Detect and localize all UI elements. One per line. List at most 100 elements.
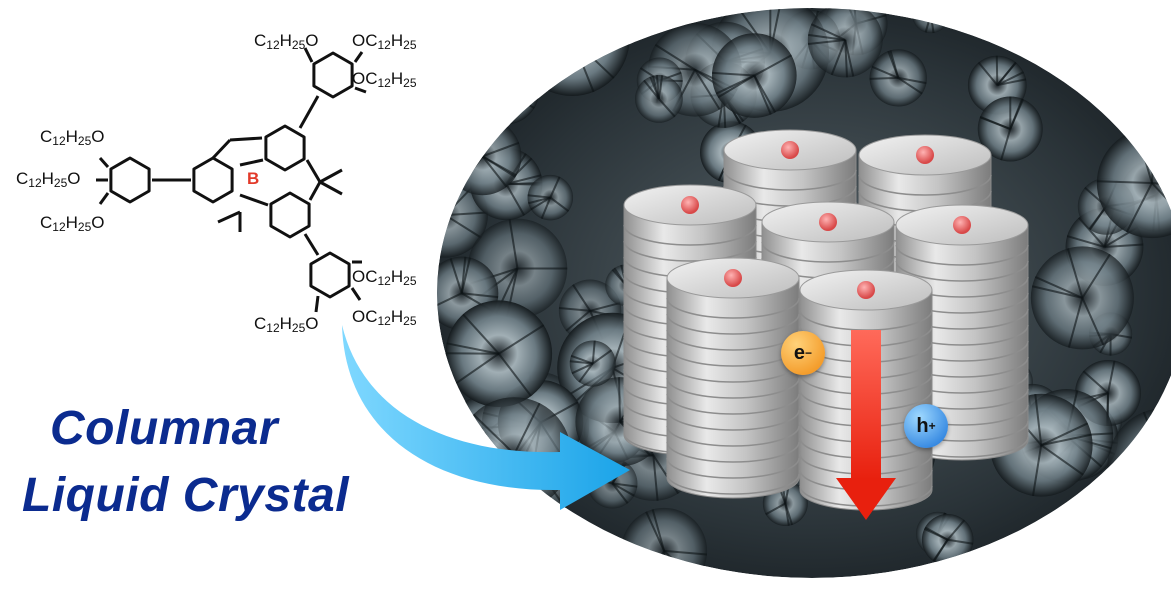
crystal-domain [471,57,539,125]
bond [230,138,262,140]
crystal-brush [931,14,950,16]
substituent-h: H [66,213,78,232]
crystal-brush [477,43,502,49]
crystal-brush [484,49,503,67]
substituent-m: 25 [292,321,305,335]
benzene-ring [194,158,232,202]
substituent-label: OC12H25 [352,32,417,51]
boron-core-dot [953,216,971,234]
crystal-brush [444,150,482,157]
electron-charge: − [805,346,812,360]
bond [307,160,320,182]
crystal-brush [644,551,664,585]
column-stacks [624,130,1028,510]
boron-atom-label: B [247,170,259,187]
bond [213,140,230,158]
bond [352,288,360,300]
substituent-prefix: OC [352,69,378,88]
crystal-domain [444,118,522,196]
crystal-brush [525,11,563,34]
crystal-brush [502,49,527,54]
substituent-label: C12H25O [16,170,81,189]
crystal-brush [502,35,523,49]
crystal-brush [1116,465,1165,494]
substituent-prefix: OC [352,267,378,286]
crystal-domain [1152,0,1171,35]
substituent-n: 12 [266,321,279,335]
bond [218,212,240,222]
bond [310,182,320,200]
substituent-n: 12 [52,220,65,234]
electron-symbol: e [794,342,805,365]
bond [320,182,342,194]
crystal-brush [664,551,665,585]
crystal-brush [1152,128,1155,183]
substituent-prefix: OC [352,307,378,326]
substituent-n: 12 [378,38,391,52]
substituent-m: 25 [403,274,416,288]
substituent-prefix: C [16,169,28,188]
crystal-brush [563,0,565,11]
boron-core-dot [781,141,799,159]
substituent-suffix: O [91,127,104,146]
crystal-domain [476,23,528,75]
crystal-brush [522,39,572,67]
crystal-brush [563,11,607,13]
substituent-n: 12 [52,134,65,148]
crystal-brush [1146,465,1164,519]
benzene-ring [266,126,304,170]
crystal-brush [518,21,573,39]
substituent-suffix: O [305,314,318,333]
substituent-m: 25 [403,38,416,52]
boron-core-dot [916,146,934,164]
substituent-n: 12 [28,176,41,190]
crystal-brush [914,7,931,15]
substituent-prefix: C [40,213,52,232]
substituent-prefix: C [254,31,266,50]
bond [100,193,108,204]
bond [316,296,318,312]
molecule-structure [96,48,366,312]
substituent-m: 25 [78,134,91,148]
boron-core-dot [724,269,742,287]
benzene-ring [314,53,352,97]
crystal-brush [870,78,899,79]
boron-core-dot [819,213,837,231]
substituent-label: OC12H25 [352,268,417,287]
crystal-brush [931,14,950,17]
hole-charge: + [929,419,936,433]
substituent-suffix: O [67,169,80,188]
substituent-m: 25 [403,314,416,328]
substituent-n: 12 [378,274,391,288]
crystal-brush [1121,465,1164,502]
substituent-h: H [42,169,54,188]
crystal-brush [563,11,597,39]
crystal-brush [409,193,445,215]
substituent-h: H [391,267,403,286]
substituent-n: 12 [378,314,391,328]
column-body [667,278,799,498]
boron-core-dot [857,281,875,299]
column-stack [667,258,799,498]
hole-symbol: h [916,415,928,438]
bond [305,234,318,255]
substituent-h: H [66,127,78,146]
benzene-ring [111,158,149,202]
bond [100,158,108,167]
bond [300,96,318,128]
substituent-label: C12H25O [254,32,319,51]
crystal-brush [505,91,534,108]
substituent-prefix: OC [352,31,378,50]
crystal-brush [619,377,620,422]
title-line-1: Columnar [50,405,278,453]
crystal-brush [518,39,572,59]
substituent-suffix: O [305,31,318,50]
title-line-2: Liquid Crystal [22,472,349,520]
crystal-brush [572,23,627,39]
substituent-label: C12H25O [40,214,105,233]
bond [320,170,342,182]
substituent-h: H [280,31,292,50]
benzene-ring [271,193,309,237]
boron-core-dot [681,196,699,214]
crystal-brush [1164,433,1171,465]
